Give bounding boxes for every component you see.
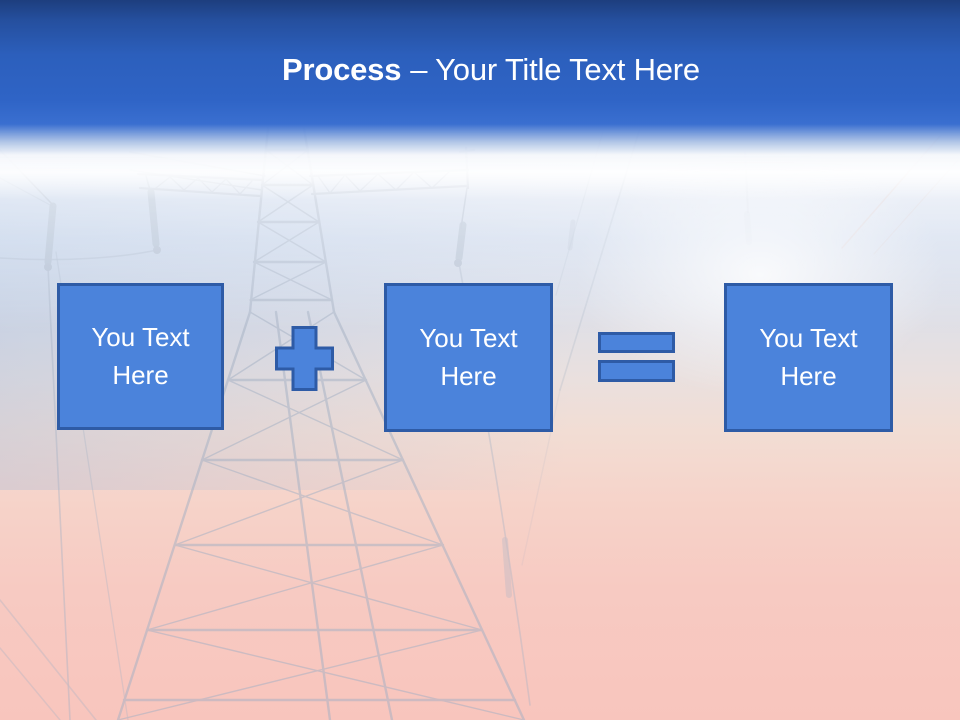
process-box-3[interactable]: You Text Here [724,283,893,432]
equals-top-bar [598,332,675,353]
process-box-1[interactable]: You Text Here [57,283,224,430]
slide-title[interactable]: Process– Your Title Text Here [0,52,960,88]
process-box-1-label: You Text Here [91,321,190,390]
title-bold-text: Process [282,52,402,87]
title-rest-text: – Your Title Text Here [410,52,700,87]
plus-icon[interactable] [275,326,334,391]
process-box-3-label: You Text Here [759,322,858,391]
header-band [0,0,960,200]
process-box-2-label: You Text Here [419,322,518,391]
equals-bottom-bar [598,360,675,382]
process-box-2[interactable]: You Text Here [384,283,553,432]
